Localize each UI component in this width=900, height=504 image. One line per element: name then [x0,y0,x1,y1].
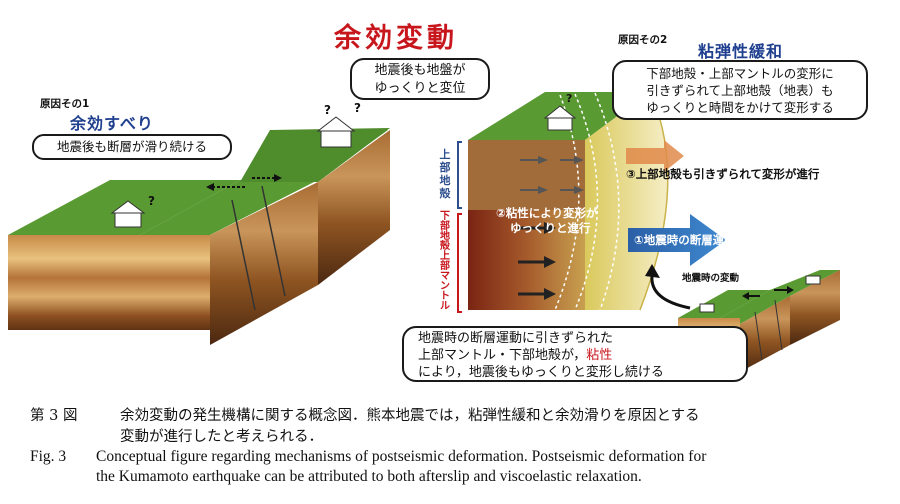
svg-text:?: ? [354,101,361,115]
afterslip-callout: 地震後も断層が滑り続ける [32,134,232,160]
figure: ? ? ? [8,23,868,382]
curved-arrow [650,275,691,310]
bottom-callout: 地震時の断層運動に引きずられた 上部マントル・下部地殻が，粘性 により，地震後も… [402,326,748,382]
caption-en-label: Fig. 3 [30,448,67,465]
viscoelastic-callout: 下部地殻・上部マントルの変形に 引きずられて上部地殻（地表）も ゆっくりと時間を… [612,60,868,120]
house-icon: ? [110,194,155,228]
coseismic-arrow [628,214,726,266]
cause2-label: 原因その2 [618,34,668,46]
caption-jp-line2: 変動が進行したと考えられる． [120,429,323,445]
dragged-arrow [626,140,684,172]
cause1-name: 余効すべり [70,114,154,133]
afterslip-block [8,128,390,345]
upper-crust-label: 上部地殻 [439,148,451,200]
caption-jp-line1: 余効変動の発生機構に関する概念図．熊本地震では，粘弾性緩和と余効滑りを原因とする [120,408,700,424]
figure-illustration: ? ? ? [8,91,840,372]
svg-text:?: ? [566,92,572,105]
svg-text:?: ? [324,103,331,117]
caption-en-line1: Conceptual figure regarding mechanisms o… [96,448,707,465]
cause1-label: 原因その1 [40,98,90,110]
house-icon: ? [543,92,577,131]
inset-label: 地震時の変動 [682,273,740,284]
svg-text:?: ? [148,194,155,208]
main-title: 余効変動 [334,23,458,54]
arrow3-text: ③上部地殻も引きずられて変形が進行 [626,167,820,181]
arrow1-text: ①地震時の断層運動により深部が変形 [634,233,828,247]
house-icon: ? ? [316,101,361,148]
center-callout: 地震後も地盤が ゆっくりと変位 [350,58,490,100]
lower-crust-mantle-label: 下部地殻上部マントル [440,211,450,312]
viscoelastic-block [457,91,669,313]
arrow2-text: ②粘性により変形が ゆっくりと進行 [496,206,598,235]
caption-jp-label: 第 3 図 [30,408,78,424]
caption-en-line2: the Kumamoto earthquake can be attribute… [96,468,642,485]
cause2-name: 粘弾性緩和 [698,42,784,61]
